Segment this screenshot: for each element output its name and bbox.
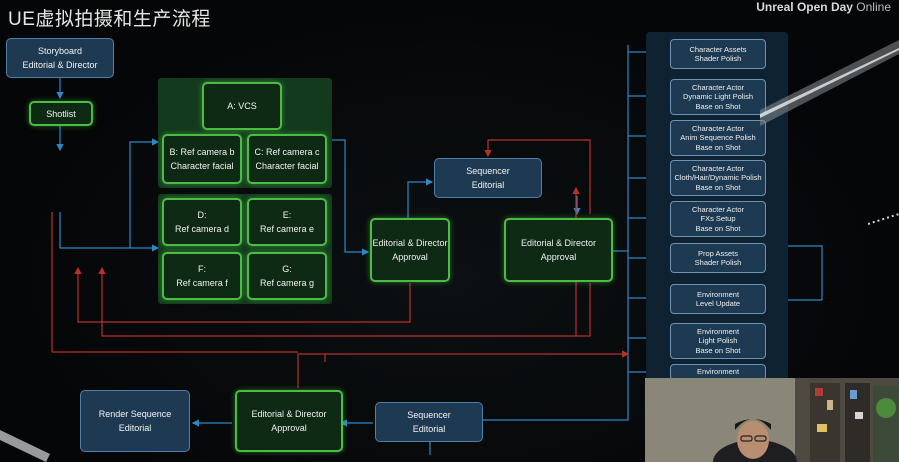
task-line: Dynamic Light Polish	[682, 92, 754, 102]
wire-approval1-sequencer	[407, 178, 434, 218]
node-line: Editorial	[412, 424, 446, 434]
webcam-scene-image	[645, 378, 899, 462]
node-line: C: Ref camera c	[254, 147, 320, 157]
task-line: Light Polish	[698, 336, 738, 346]
node-line: Approval	[540, 252, 577, 262]
node-line: D:	[197, 210, 207, 220]
node-line: Storyboard	[37, 46, 83, 56]
node-line: G:	[282, 264, 292, 274]
shotlist-node: Shotlist	[29, 101, 93, 126]
brand-suffix: Online	[852, 0, 891, 14]
asset-task-node: Prop Assets Shader Polish	[670, 243, 766, 273]
wire-main-spine	[59, 212, 160, 252]
asset-task-node: Character Actor Dynamic Light Polish Bas…	[670, 79, 766, 115]
ref-camera-c-node: C: Ref camera c Character facial	[247, 134, 327, 184]
node-line: Ref camera d	[174, 224, 230, 234]
task-line: Environment	[696, 326, 740, 336]
task-line: Prop Assets	[697, 248, 739, 258]
sequencer-editorial-top: Sequencer Editorial	[434, 158, 542, 198]
brand-logo-text: Unreal Open Day Online	[756, 0, 891, 14]
task-line: Environment	[696, 289, 740, 299]
ref-camera-b-node: B: Ref camera b Character facial	[162, 134, 242, 184]
node-line: Character facial	[255, 161, 319, 171]
vcs-node: A: VCS	[202, 82, 282, 130]
node-line: Shotlist	[46, 108, 76, 119]
task-line: Character Actor	[691, 163, 745, 173]
feedback-approval1-loop	[74, 266, 411, 323]
node-line: Ref camera g	[259, 278, 315, 288]
node-line: Sequencer	[466, 166, 510, 176]
node-line: Ref camera f	[176, 278, 228, 288]
render-sequence-node: Render Sequence Editorial	[80, 390, 190, 452]
node-line: Character facial	[170, 161, 234, 171]
feedback-bottom-bus	[297, 350, 630, 388]
task-line: Base on Shot	[695, 101, 741, 111]
node-line: Editorial	[471, 180, 505, 190]
node-line: Render Sequence	[98, 409, 172, 419]
ref-camera-e-node: E: Ref camera e	[247, 198, 327, 246]
node-line: Approval	[271, 423, 307, 433]
task-line: Character Actor	[691, 204, 745, 214]
sequencer-editorial-bottom: Sequencer Editorial	[375, 402, 483, 442]
presenter-webcam-video	[645, 378, 899, 462]
storyboard-node: Storyboard Editorial & Director	[6, 38, 114, 78]
task-line: Cloth/Hair/Dynamic Polish	[674, 173, 762, 183]
node-line: F:	[198, 264, 206, 274]
ref-camera-f-node: F: Ref camera f	[162, 252, 242, 300]
ref-camera-d-node: D: Ref camera d	[162, 198, 242, 246]
node-line: Editorial	[118, 423, 152, 433]
node-line: Sequencer	[407, 410, 451, 420]
approval-node-1: Editorial & Director Approval	[370, 218, 450, 282]
node-line: Editorial & Director	[22, 60, 98, 70]
asset-task-node: Environment Light Polish Base on Shot	[670, 323, 766, 359]
asset-task-node: Character Actor Cloth/Hair/Dynamic Polis…	[670, 160, 766, 196]
feedback-approval2-loop	[98, 266, 591, 337]
task-line: Base on Shot	[695, 223, 741, 233]
brand-name: Unreal Open Day	[756, 0, 853, 14]
task-line: Base on Shot	[695, 345, 741, 355]
task-line: Base on Shot	[695, 142, 741, 152]
task-line: Shader Polish	[694, 54, 742, 63]
approval-node-2: Editorial & Director Approval	[504, 218, 613, 282]
asset-task-node: Character Assets Shader Polish	[670, 39, 766, 69]
node-line: E:	[282, 210, 292, 220]
node-line: Editorial & Director	[520, 238, 597, 248]
feedback-approval2-seq	[484, 139, 591, 214]
asset-task-node: Character Actor Anim Sequence Polish Bas…	[670, 120, 766, 156]
task-line: Environment	[696, 367, 740, 377]
task-line: Anim Sequence Polish	[680, 133, 756, 143]
wire-spine-top-branch	[129, 138, 160, 248]
wire-panel-to-approval1	[332, 139, 370, 256]
decorative-dotted-line	[868, 213, 899, 225]
ref-camera-g-node: G: Ref camera g	[247, 252, 327, 300]
task-line: Base on Shot	[695, 182, 741, 192]
task-line: Character Actor	[691, 82, 745, 92]
page-title: UE虚拟拍摄和生产流程	[8, 9, 211, 30]
asset-task-node: Environment Level Update	[670, 284, 766, 314]
node-line: Editorial & Director	[372, 238, 448, 248]
node-line: B: Ref camera b	[169, 147, 235, 157]
task-line: Level Update	[695, 299, 741, 308]
asset-task-node: Character Actor FXs Setup Base on Shot	[670, 201, 766, 237]
node-line: Editorial & Director	[251, 409, 327, 419]
node-line: A: VCS	[227, 101, 257, 111]
decorative-light-streak	[760, 40, 899, 126]
decorative-light-streak	[0, 430, 50, 462]
task-line: Character Actor	[691, 123, 745, 133]
node-line: Ref camera e	[259, 224, 315, 234]
task-line: Character Assets	[689, 44, 747, 54]
node-line: Approval	[392, 252, 428, 262]
task-line: Shader Polish	[694, 258, 742, 267]
approval-node-bottom: Editorial & Director Approval	[235, 390, 343, 452]
task-line: FXs Setup	[700, 214, 736, 224]
